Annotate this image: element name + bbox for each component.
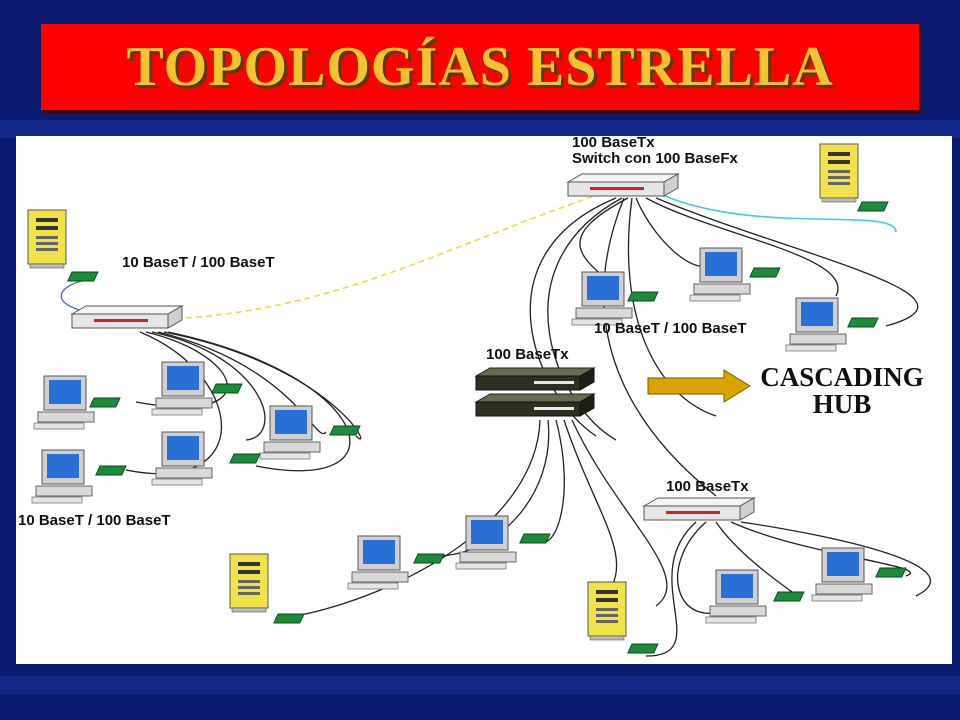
bottom-center-server (587, 581, 627, 641)
bottom-left-server (229, 553, 269, 613)
cascading-hub-label: CASCADING HUB (742, 364, 942, 418)
cyan-link (659, 193, 897, 233)
nic (413, 553, 445, 564)
nic (519, 533, 551, 544)
pc (259, 405, 321, 460)
pc (811, 547, 873, 602)
nic (95, 465, 127, 476)
label-hub-left-top: 10 BaseT / 100 BaseT (122, 254, 275, 271)
pc (347, 535, 409, 590)
nic (627, 291, 659, 302)
nic (875, 567, 907, 578)
pc (689, 247, 751, 302)
label-group-right: 10 BaseT / 100 BaseT (594, 320, 747, 337)
nic (749, 267, 781, 278)
pc (151, 431, 213, 486)
nic (273, 613, 305, 624)
stacked-hub-upper (475, 367, 595, 391)
nic (229, 453, 261, 464)
label-switch-top-1: 100 BaseTx (572, 136, 655, 151)
nic (857, 201, 889, 212)
bg-stripe (0, 676, 960, 694)
label-switch-top-2: Switch con 100 BaseFx (572, 150, 738, 167)
nic (89, 397, 121, 408)
title-banner: TOPOLOGÍAS ESTRELLA (41, 24, 919, 110)
pc (151, 361, 213, 416)
pc (705, 569, 767, 624)
label-hub-bottom-right: 100 BaseTx (666, 478, 749, 495)
pc (571, 271, 633, 326)
nic (847, 317, 879, 328)
nic (211, 383, 243, 394)
left-hub (71, 305, 183, 329)
diagram-svg (27, 143, 932, 657)
stacked-hub-lower (475, 393, 595, 417)
cascading-arrow (647, 369, 751, 403)
cascading-line-2: HUB (812, 389, 872, 419)
left-server (27, 209, 67, 269)
label-stack-center: 100 BaseTx (486, 346, 569, 363)
network-diagram: 100 BaseTx Switch con 100 BaseFx 10 Base… (16, 136, 952, 664)
bg-stripe (0, 120, 960, 138)
nic (329, 425, 361, 436)
pc (33, 375, 95, 430)
fiber-link (185, 191, 607, 319)
bottom-right-hub (643, 497, 755, 521)
pc (785, 297, 847, 352)
top-right-server (819, 143, 859, 203)
cascading-line-1: CASCADING (760, 362, 924, 392)
label-hub-left-bottom: 10 BaseT / 100 BaseT (18, 512, 171, 529)
nic (773, 591, 805, 602)
top-switch (567, 173, 679, 197)
nic (627, 643, 659, 654)
left-server-nic (67, 271, 99, 282)
pc (31, 449, 93, 504)
page-title: TOPOLOGÍAS ESTRELLA (126, 36, 834, 98)
